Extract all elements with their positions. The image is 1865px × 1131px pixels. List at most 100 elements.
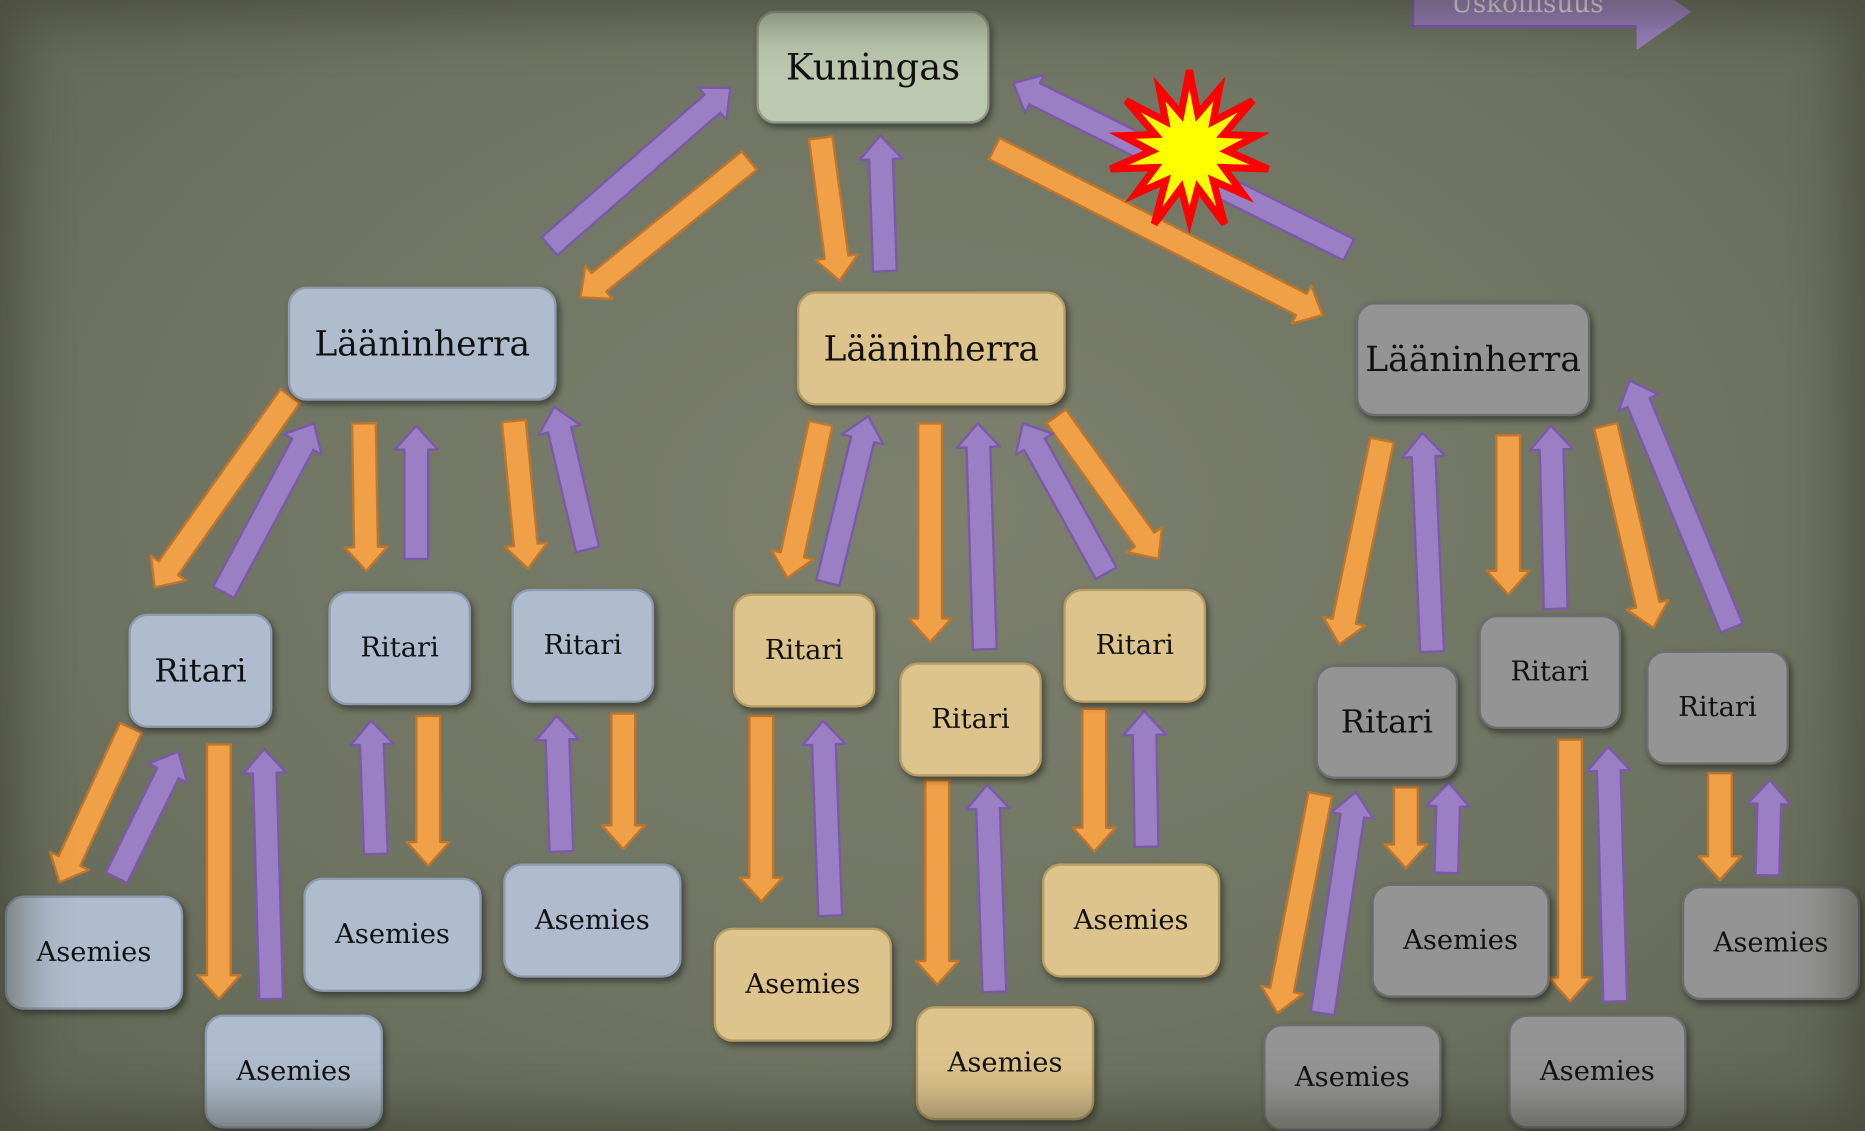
squire-label: Asemies bbox=[1403, 925, 1519, 957]
knight-label: Ritari bbox=[154, 652, 247, 690]
loyalty-arrow-up bbox=[1309, 790, 1375, 1017]
knight-node: Ritari bbox=[899, 662, 1042, 777]
obligation-arrow-down bbox=[914, 778, 960, 986]
loyalty-arrow-up bbox=[1586, 745, 1632, 1003]
lord-label: Lääninherra bbox=[1365, 338, 1581, 380]
squire-label: Asemies bbox=[1713, 927, 1829, 959]
obligation-arrow-down bbox=[1322, 436, 1395, 646]
king-node: Kuningas bbox=[756, 10, 990, 124]
obligation-arrow-down bbox=[1485, 434, 1531, 596]
obligation-arrow-down bbox=[405, 714, 451, 867]
knight-node: Ritari bbox=[1646, 650, 1789, 765]
loyalty-arrow-up bbox=[858, 134, 904, 273]
lord-node-middle: Lääninherra bbox=[796, 291, 1066, 406]
obligation-arrow-down bbox=[1383, 786, 1429, 870]
squire-label: Asemies bbox=[1294, 1062, 1410, 1093]
squire-label: Asemies bbox=[1539, 1056, 1655, 1087]
loyalty-arrow-up bbox=[534, 714, 581, 854]
obligation-arrow-down bbox=[770, 419, 834, 580]
obligation-arrow-down bbox=[149, 387, 302, 589]
knight-node: Ritari bbox=[128, 613, 273, 728]
obligation-arrow-down bbox=[579, 150, 759, 301]
lord-label: Lääninherra bbox=[823, 328, 1040, 369]
obligation-arrow-down bbox=[1592, 421, 1670, 630]
obligation-arrow-down bbox=[1547, 738, 1593, 1003]
loyalty-arrow-up bbox=[1528, 424, 1575, 611]
knight-node: Ritari bbox=[1315, 664, 1459, 779]
loyalty-arrow-up bbox=[801, 719, 847, 918]
loyalty-arrow-up bbox=[540, 86, 732, 257]
squire-label: Asemies bbox=[335, 919, 450, 951]
obligation-arrow-down bbox=[48, 721, 143, 884]
squire-node: Asemies bbox=[303, 877, 482, 992]
legend-arrow: Uskollisuus bbox=[1410, 0, 1644, 29]
obligation-arrow-down bbox=[1259, 790, 1334, 1015]
knight-label: Ritari bbox=[360, 632, 439, 664]
squire-node: Asemies bbox=[1263, 1023, 1442, 1131]
obligation-arrow-down bbox=[1045, 408, 1164, 561]
squire-node: Asemies bbox=[204, 1014, 383, 1129]
knight-node: Ritari bbox=[1063, 588, 1207, 703]
loyalty-arrow-up bbox=[1401, 431, 1447, 654]
loyalty-arrow-up bbox=[1122, 709, 1168, 849]
loyalty-arrow-up bbox=[955, 422, 1002, 651]
loyalty-arrow-up bbox=[1617, 379, 1744, 634]
knight-label: Ritari bbox=[1510, 656, 1590, 688]
obligation-arrow-down bbox=[807, 135, 859, 282]
obligation-arrow-down bbox=[1697, 771, 1743, 882]
knight-node: Ritari bbox=[732, 593, 876, 708]
loyalty-arrow-up bbox=[815, 415, 885, 587]
knight-label: Ritari bbox=[1340, 703, 1433, 741]
loyalty-arrow-up bbox=[104, 750, 189, 885]
lord-node-right: Lääninherra bbox=[1355, 302, 1591, 417]
knight-label: Ritari bbox=[931, 704, 1010, 735]
obligation-arrow-down bbox=[738, 714, 784, 903]
loyalty-arrow-up bbox=[211, 422, 323, 600]
loyalty-arrow-up bbox=[1746, 778, 1792, 877]
legend-arrowhead bbox=[1636, 0, 1692, 50]
loyalty-arrow-up bbox=[349, 719, 395, 856]
squire-label: Asemies bbox=[947, 1047, 1063, 1079]
obligation-arrow-down bbox=[987, 136, 1324, 325]
squire-label: Asemies bbox=[236, 1056, 352, 1087]
knight-node: Ritari bbox=[1478, 614, 1622, 730]
burst-star-shape bbox=[1108, 69, 1271, 234]
squire-node: Asemies bbox=[4, 895, 184, 1010]
lord-label: Lääninherra bbox=[314, 323, 531, 364]
lord-node-left: Lääninherra bbox=[287, 286, 557, 401]
knight-node: Ritari bbox=[328, 591, 472, 706]
obligation-arrow-down bbox=[907, 422, 953, 644]
squire-node: Asemies bbox=[915, 1006, 1095, 1121]
loyalty-arrow-up bbox=[537, 405, 601, 554]
squire-node: Asemies bbox=[1041, 863, 1221, 978]
knight-label: Ritari bbox=[543, 630, 623, 662]
squire-node: Asemies bbox=[503, 863, 682, 978]
king-label: Kuningas bbox=[785, 45, 961, 89]
loyalty-arrow-up bbox=[1425, 781, 1471, 875]
loyalty-arrow-up bbox=[965, 783, 1011, 994]
loyalty-arrow-up bbox=[393, 424, 439, 561]
conflict-burst-icon bbox=[1108, 69, 1271, 234]
obligation-arrow-down bbox=[500, 418, 549, 570]
squire-label: Asemies bbox=[1073, 905, 1189, 936]
knight-label: Ritari bbox=[1678, 692, 1757, 724]
knight-label: Ritari bbox=[1095, 630, 1174, 662]
obligation-arrow-down bbox=[600, 712, 646, 851]
obligation-arrow-down bbox=[343, 421, 389, 573]
squire-node: Asemies bbox=[1508, 1014, 1687, 1129]
squire-node: Asemies bbox=[1371, 883, 1550, 998]
squire-node: Asemies bbox=[1681, 886, 1861, 1001]
obligation-arrow-down bbox=[196, 743, 242, 1001]
loyalty-arrow-up bbox=[242, 748, 288, 1001]
knight-node: Ritari bbox=[511, 588, 655, 703]
legend-label: Uskollisuus bbox=[1450, 0, 1604, 19]
squire-label: Asemies bbox=[534, 905, 650, 936]
squire-label: Asemies bbox=[745, 969, 861, 1001]
squire-label: Asemies bbox=[36, 937, 152, 969]
loyalty-arrow-up bbox=[1014, 422, 1118, 581]
squire-node: Asemies bbox=[713, 927, 893, 1042]
obligation-arrow-down bbox=[1071, 707, 1117, 853]
knight-label: Ritari bbox=[764, 635, 844, 666]
